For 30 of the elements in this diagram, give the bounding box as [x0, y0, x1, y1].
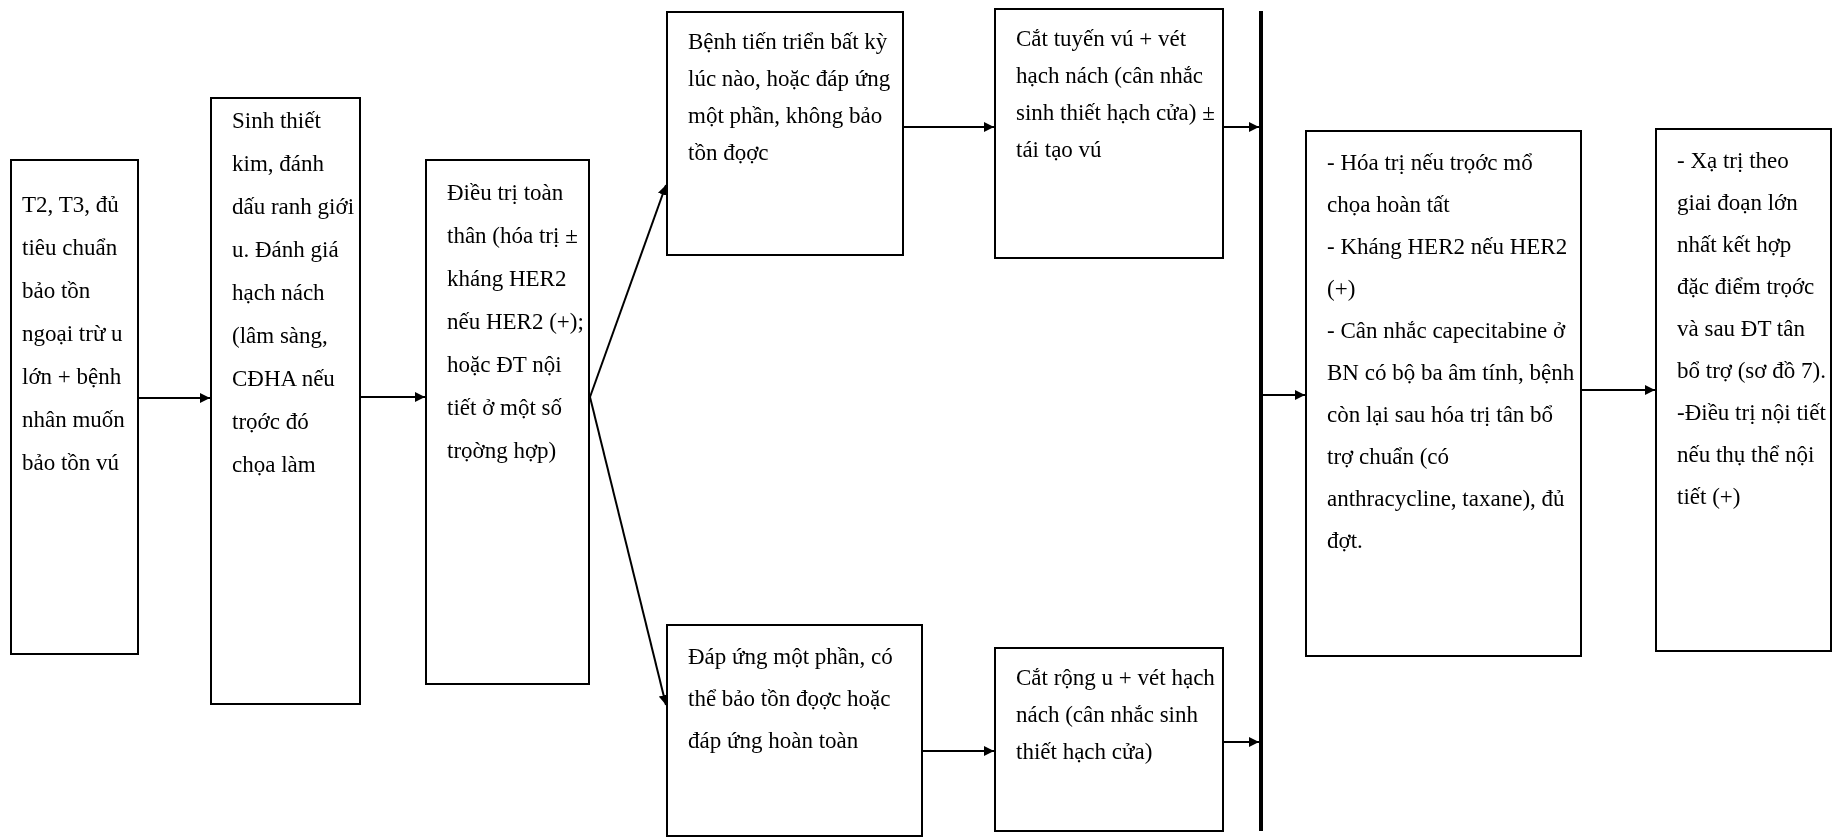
arrow [1223, 737, 1260, 747]
box-text: Cắt rộng u + vét hạch nách (cân nhắc sinh thiết hạch cửa) [1016, 664, 1216, 766]
process-box [994, 8, 1224, 259]
process-box [10, 159, 139, 655]
arrow [138, 393, 211, 403]
arrow [922, 746, 995, 756]
process-box [666, 624, 923, 837]
process-box [666, 11, 904, 256]
process-box [210, 97, 361, 705]
process-box [425, 159, 590, 685]
process-box [1305, 130, 1582, 657]
box-text: Cắt tuyến vú + vét hạch nách (cân nhắc sinh thiết hạch cửa) ± tái tạo vú [1016, 25, 1216, 164]
box-text: - Kháng HER2 nếu HER2 (+) [1327, 233, 1569, 303]
box-text: Bệnh tiến triển bất kỳ lúc nào, hoặc đáp ứng một phần, không bảo tồn đọợc [688, 28, 892, 167]
arrow [1581, 385, 1656, 395]
box-text: Sinh thiết kim, đánh dấu ranh giới u. Đánh giá hạch nách (lâm sàng, CĐHA nếu trọớc đó chọa làm [232, 107, 355, 479]
box-text: T2, T3, đủ tiêu chuẩn bảo tồn ngoại trừ u lớn + bệnh nhân muốn bảo tồn vú [22, 191, 126, 477]
box-text: -Điều trị nội tiết nếu thụ thể nội tiết (+) [1677, 399, 1826, 511]
arrow [1260, 390, 1306, 400]
process-box [1655, 128, 1832, 652]
box-text: - Xạ trị theo giai đoạn lớn nhất kết hợp đặc điểm trọớc và sau ĐT tân bổ trợ (sơ đồ 7). [1677, 147, 1826, 385]
arrow [903, 122, 995, 132]
box-text: - Cân nhắc capecitabine ở BN có bộ ba âm tính, bệnh còn lại sau hóa trị tân bổ trợ chuẩn (có anthracycline, taxane), đủ đợt. [1327, 317, 1576, 555]
box-text: - Hóa trị nếu trọớc mổ chọa hoàn tất [1327, 149, 1534, 219]
process-box [994, 647, 1224, 832]
box-text: Điều trị toàn thân (hóa trị ± kháng HER2 nếu HER2 (+); hoặc ĐT nội tiết ở một số trọờng hợp) [447, 179, 584, 465]
box-text: Đáp ứng một phần, có thể bảo tồn đọợc hoặc đáp ứng hoàn toàn [688, 643, 894, 755]
arrow [360, 392, 426, 402]
merge-bar [1259, 11, 1263, 831]
arrow [1223, 122, 1260, 132]
